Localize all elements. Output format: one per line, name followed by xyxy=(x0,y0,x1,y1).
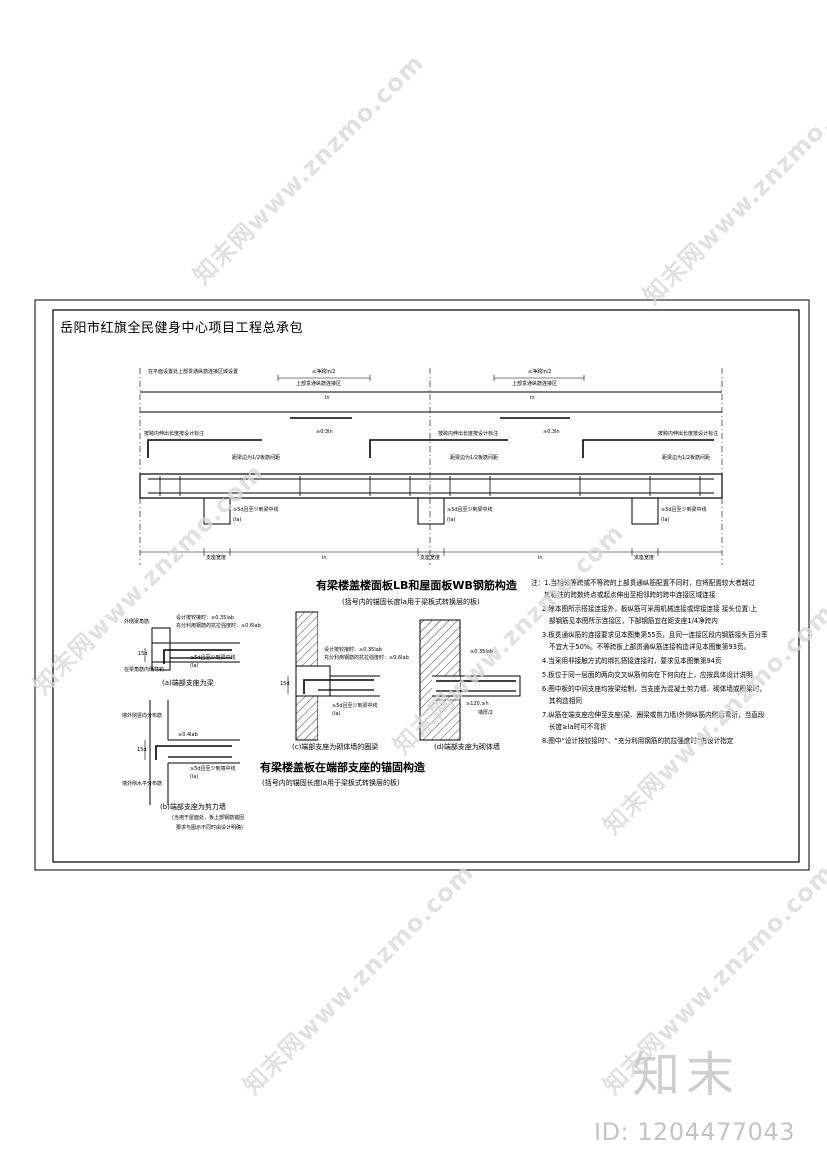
project-title: 岳阳市红旗全民健身中心项目工程总承包 xyxy=(60,321,304,336)
detail-d-diagram xyxy=(419,619,521,741)
pct-label-a: ≥0.3ln xyxy=(316,429,333,435)
pct-label-b: ≥0.3ln xyxy=(543,429,560,435)
detail-a-dim: 15d xyxy=(138,651,148,657)
detail-c-note2: 充分利用钢筋的抗拉强度时：≥0.6lab xyxy=(324,655,409,661)
end-note-b: 按跨内伸出长度按设计标注 xyxy=(438,431,499,437)
detail-a-note5: 外侧梁角筋 xyxy=(124,619,150,625)
detail-c-note1: 设计按铰接时：≥0.35lab xyxy=(324,647,382,653)
section2-subheading: (括号内的锚固长度la用于梁板式转换层的板) xyxy=(262,779,400,787)
detail-c-caption: (c)端部支座为砌体墙的圈梁 xyxy=(292,743,379,751)
note-line: 长度≥la时可不弯折 xyxy=(549,723,607,731)
detail-a-note2: 充分利用钢筋的抗拉强度时：≥0.6lab xyxy=(176,623,261,629)
span-label-b: ≤净跨ln/2 xyxy=(528,369,552,375)
detail-b-remark1: (当用于屋面处，板上部钢筋锚固 xyxy=(172,815,244,821)
section1-subheading: (括号内的锚固长度la用于梁板式转换层的板) xyxy=(342,598,480,606)
detail-a-note1: 设计按铰接时：≥0.35lab xyxy=(176,615,234,621)
detail-a-note4: (la) xyxy=(190,663,199,669)
span-sublabel-a: 上部贯通纵筋连接区 xyxy=(296,381,342,387)
dim-ln-b: ln xyxy=(538,555,543,561)
spacing-note-c: 距梁边为1/2板筋间距 xyxy=(662,455,711,461)
id-label: ID: 1204477043 xyxy=(594,1118,795,1146)
five-d-note-b: ≥5d且至少到梁中线 xyxy=(447,507,493,513)
detail-b-remark2: 要求与图示不同时由设计明确) xyxy=(176,825,243,831)
la-note-a: (la) xyxy=(233,517,242,523)
section2-heading: 有梁楼盖板在端部支座的锚固构造 xyxy=(260,761,425,774)
detail-a-note3: ≥5d且至少到梁中线 xyxy=(190,655,236,661)
note-line: 不宜大于50%。不等跨板上部贯通纵筋连接构造详见本图集第93页。 xyxy=(549,643,751,651)
detail-b-caption: (b)端部支座为剪力墙 xyxy=(160,803,226,811)
spacing-note-a: 距梁边为1/2板筋间距 xyxy=(232,455,281,461)
note-line: 部钢筋见本图所示连接区，下部钢筋宜在距支座1/4净跨内 xyxy=(549,617,718,625)
detail-c-note3: ≥5d且至少到梁中线 xyxy=(332,703,378,709)
span-sublabel-b: 上部贯通纵筋连接区 xyxy=(512,381,558,387)
detail-c-diagram xyxy=(287,611,380,741)
detail-a-caption: (a)端部支座为梁 xyxy=(162,679,214,687)
five-d-note-c: ≥5d且至少到梁中线 xyxy=(661,507,707,513)
note-line: 2.除本图所示搭接连接外，板纵筋可采用机械连接或焊接连接 接头位置:上 xyxy=(542,605,758,613)
note-line: 5.板位于同一层面的两向交叉纵筋何向在下何向在上，应按具体设计说明 xyxy=(542,671,753,679)
note-line: 其标注的跨数终点或起点伸出至相邻跨的跨中连接区域连接 xyxy=(544,591,716,599)
note-line: 8.图中“设计按铰接时”、“充分利用钢筋的抗拉强度时”由设计指定 xyxy=(542,737,734,745)
detail-a-diagram xyxy=(144,627,240,671)
detail-d-note3: 墙厚/2 xyxy=(478,710,493,716)
span-label-a: ≤净跨ln/2 xyxy=(312,369,336,375)
note-line: 3.板贯通纵筋的连接要求见本图集第55页，且同一连接区段内钢筋接头百分率 xyxy=(542,631,768,639)
detail-c-dim: 15d xyxy=(280,681,290,687)
brand-logo: 知末 xyxy=(632,1047,741,1103)
end-note-c: 按跨内伸出长度按设计标注 xyxy=(658,431,719,437)
spacing-note-b: 距梁边为1/2板筋间距 xyxy=(450,455,499,461)
ln-label-b: ln xyxy=(530,395,535,401)
note-line: 6.图中板的中间支座均按梁绘制，当支座为混凝土剪力墙、砌体墙或圈梁时， xyxy=(542,685,766,693)
section1-heading: 有梁楼盖楼面板LB和屋面板WB钢筋构造 xyxy=(316,579,517,592)
dim-ln-a: ln xyxy=(322,555,327,561)
detail-d-caption: (d)端部支座为砌体墙 xyxy=(434,743,500,751)
detail-b-side2: 墙外侧水平分布筋 xyxy=(122,781,163,787)
note-line: 4.当采用非接触方式的绑扎搭接连接时，要求见本图集第94页 xyxy=(542,657,722,665)
five-d-note-a: ≥5d且至少到梁中线 xyxy=(233,507,279,513)
detail-b-note2: ≥5d且至少到墙中线 xyxy=(190,766,236,772)
detail-c-note4: (la) xyxy=(332,711,341,717)
inner-frame xyxy=(52,309,800,863)
detail-d-note1: ≥0.35lab xyxy=(470,649,493,655)
la-note-c: (la) xyxy=(661,517,670,523)
dim-support-b: 支座宽度 xyxy=(420,555,441,561)
detail-b-note1: ≥0.4lab xyxy=(178,732,198,738)
note-line: 7.纵筋在端支座应伸至支座(梁、圈梁或剪力墙)外侧纵筋内侧后弯折，当直段 xyxy=(542,711,765,719)
main-slab-diagram xyxy=(139,368,723,565)
detail-d-note2: ≥120,≥h xyxy=(466,701,489,707)
la-note-b: (la) xyxy=(447,517,456,523)
detail-a-note6: 在梁角筋内侧弯钩 xyxy=(124,667,165,673)
detail-b-note3: (la) xyxy=(190,774,199,780)
note-line: 注：1.当相邻等跨或不等跨的上部贯通纵筋配置不同时，应将配置较大者越过 xyxy=(531,579,755,587)
detail-b-diagram xyxy=(144,700,240,805)
detail-b-side1: 墙外侧竖向分布筋 xyxy=(122,713,163,719)
ln-label-a: ln xyxy=(325,395,330,401)
outer-frame xyxy=(34,299,810,871)
dim-support-c: 支座宽度 xyxy=(634,555,655,561)
upper-note-left: 在平面设置处上部贯通纵筋连接区域设置 xyxy=(148,369,239,375)
note-line: 其构造相同 xyxy=(549,697,582,705)
detail-b-dim: 15d xyxy=(137,747,147,753)
dim-support-a: 支座宽度 xyxy=(206,555,227,561)
end-note-a: 按跨内伸出长度按设计标注 xyxy=(144,431,205,437)
